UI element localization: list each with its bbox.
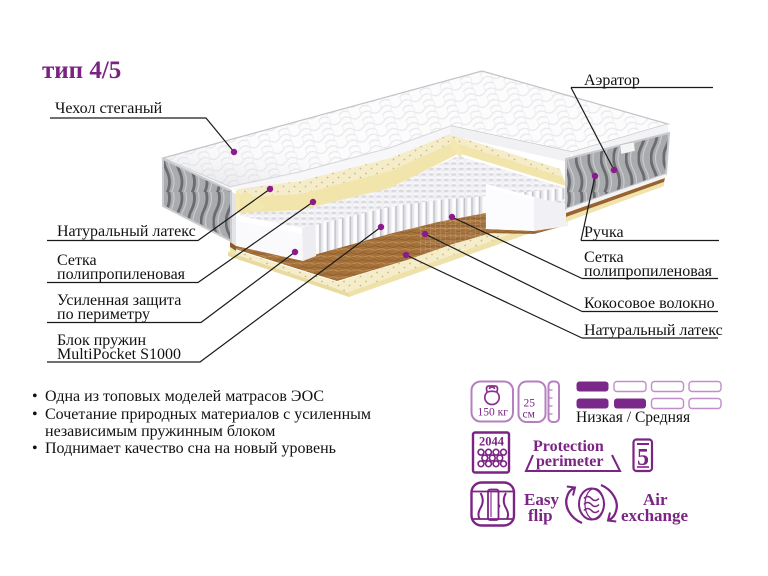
svg-text:Чехол стеганый: Чехол стеганый — [55, 100, 163, 117]
svg-text:2044: 2044 — [479, 435, 505, 449]
svg-text:Натуральный латекс: Натуральный латекс — [584, 322, 723, 339]
svg-text:см: см — [523, 409, 536, 421]
svg-text:150 кг: 150 кг — [478, 407, 509, 419]
svg-text:25: 25 — [524, 398, 536, 410]
svg-text:полипропиленовая: полипропиленовая — [57, 266, 186, 283]
svg-text:Сочетание природных материалов: Сочетание природных материалов с усиленн… — [45, 406, 371, 423]
svg-text:Ручка: Ручка — [584, 224, 624, 241]
svg-text:MultiPocket S1000: MultiPocket S1000 — [57, 346, 181, 363]
svg-text:Натуральный латекс: Натуральный латекс — [57, 223, 196, 240]
svg-text:Аэратор: Аэратор — [584, 72, 640, 89]
svg-text:perimeter: perimeter — [536, 453, 604, 470]
svg-text:Поднимает качество сна на новы: Поднимает качество сна на новый уровень — [45, 440, 336, 457]
svg-text:Низкая / Средняя: Низкая / Средняя — [576, 409, 690, 426]
svg-text:•: • — [32, 406, 38, 423]
svg-text:Air: Air — [643, 490, 668, 509]
svg-text:Сетка: Сетка — [584, 249, 624, 266]
svg-text:тип 4/5: тип 4/5 — [42, 57, 121, 84]
svg-text:Усиленная защита: Усиленная защита — [57, 292, 181, 309]
svg-text:независимым пружинным блоком: независимым пружинным блоком — [45, 423, 275, 440]
svg-text:exchange: exchange — [621, 506, 689, 525]
svg-text:по периметру: по периметру — [57, 306, 150, 323]
svg-text:•: • — [32, 440, 38, 457]
svg-text:Protection: Protection — [533, 438, 604, 455]
svg-text:Кокосовое волокно: Кокосовое волокно — [584, 295, 715, 312]
svg-text:Блок пружин: Блок пружин — [57, 332, 146, 349]
svg-text:flip: flip — [528, 506, 553, 525]
svg-text:полипропиленовая: полипропиленовая — [584, 263, 713, 280]
svg-text:5: 5 — [637, 445, 649, 471]
svg-text:Сетка: Сетка — [57, 252, 97, 269]
svg-text:Easy: Easy — [524, 490, 559, 509]
svg-text:•: • — [32, 388, 38, 405]
svg-text:Одна из топовых моделей матрас: Одна из топовых моделей матрасов ЭОС — [45, 388, 324, 405]
